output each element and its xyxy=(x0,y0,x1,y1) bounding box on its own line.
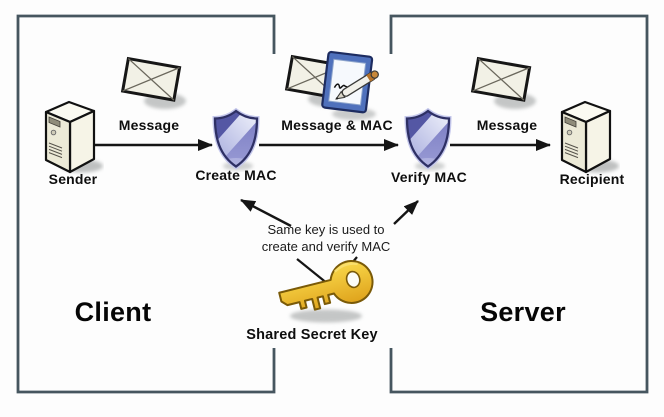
mac-notepad-pen-icon xyxy=(321,50,379,120)
same-key-note: Same key is used to create and verify MA… xyxy=(231,221,421,255)
message-and-mac-label: Message & MAC xyxy=(281,117,393,133)
same-key-note-line2: create and verify MAC xyxy=(261,239,391,254)
line-note-to-key-left xyxy=(296,258,329,285)
arrow-note-to-create-mac xyxy=(240,198,292,228)
message-right-label: Message xyxy=(476,117,538,133)
recipient-server-tower-icon xyxy=(560,100,619,174)
same-key-note-line1: Same key is used to xyxy=(267,222,385,237)
client-zone-bracket xyxy=(16,14,276,394)
message-envelope-icon xyxy=(120,56,186,109)
server-zone-label: Server xyxy=(480,297,566,327)
verify-mac-label: Verify MAC xyxy=(391,169,467,185)
server-zone-bracket xyxy=(389,14,649,394)
message-left-label: Message xyxy=(118,117,180,133)
verify-mac-shield-icon xyxy=(404,108,452,171)
message-envelope-icon xyxy=(470,56,536,109)
shared-secret-key-icon xyxy=(278,259,374,323)
create-mac-label: Create MAC xyxy=(195,167,277,183)
sender-label: Sender xyxy=(48,171,98,187)
create-mac-shield-icon xyxy=(212,108,260,171)
recipient-label: Recipient xyxy=(559,171,625,187)
sender-server-tower-icon xyxy=(44,100,103,174)
client-zone-label: Client xyxy=(74,297,152,327)
shared-secret-key-label: Shared Secret Key xyxy=(246,327,378,343)
arrow-note-to-verify-mac xyxy=(393,200,419,225)
